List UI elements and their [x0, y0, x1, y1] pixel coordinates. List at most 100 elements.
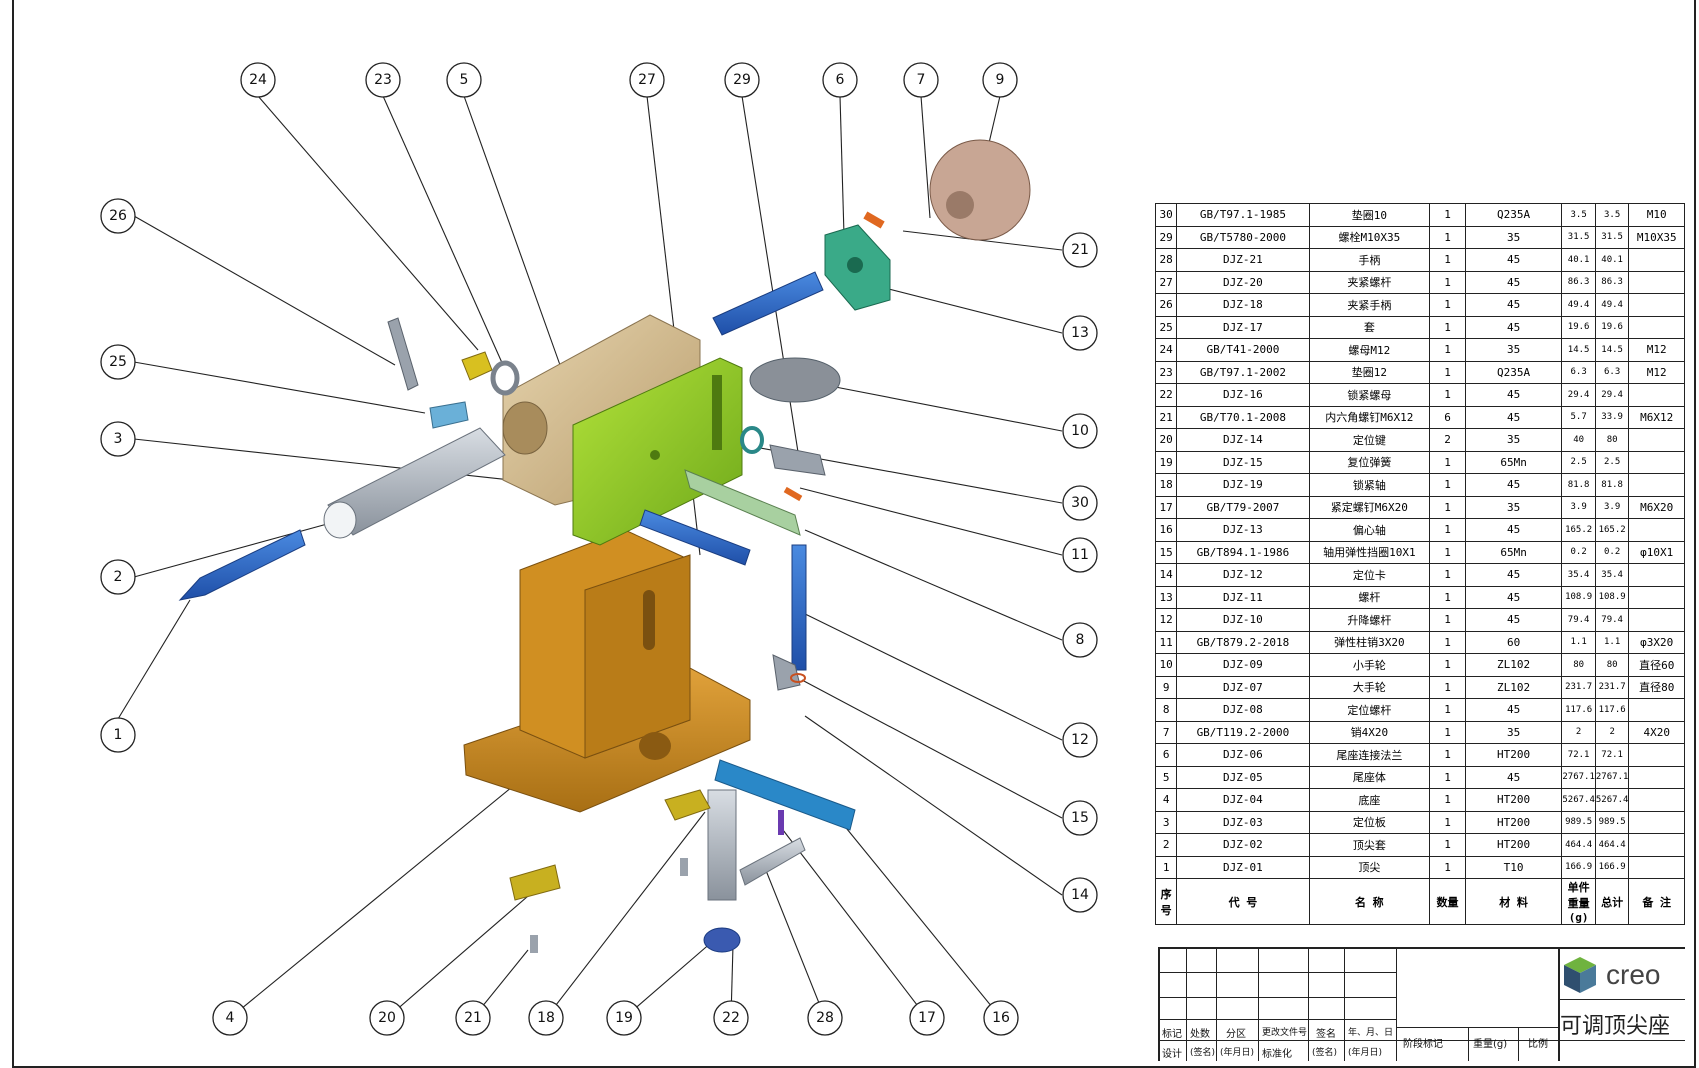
bom-cell: 65Mn: [1464, 450, 1563, 474]
bom-cell: 35: [1464, 720, 1563, 744]
bom-cell: 0.2: [1561, 540, 1596, 564]
bom-cell: 1: [1429, 630, 1466, 654]
bom-cell: 45: [1464, 563, 1563, 587]
bom-cell: HT200: [1464, 788, 1563, 812]
balloon-label: 25: [109, 354, 127, 370]
bom-cell: 顶尖: [1308, 855, 1431, 879]
bom-cell: 2: [1561, 720, 1596, 744]
bom-cell: [1628, 428, 1685, 452]
bom-cell: 4X20: [1628, 720, 1685, 744]
balloon-23: 23: [365, 62, 401, 98]
bom-cell: 1: [1429, 608, 1466, 632]
bom-cell: 79.4: [1561, 608, 1596, 632]
bom-cell: 40.1: [1594, 248, 1630, 272]
bom-cell: 19.6: [1594, 315, 1630, 339]
bom-cell: 31.5: [1594, 225, 1630, 249]
bom-cell: 166.9: [1561, 855, 1596, 879]
bom-cell: 231.7: [1594, 675, 1630, 699]
bom-cell: 1: [1429, 225, 1466, 249]
balloon-9: 9: [982, 62, 1018, 98]
balloon-label: 27: [638, 72, 656, 88]
balloon-label: 18: [537, 1010, 555, 1026]
bom-cell: 1: [1429, 450, 1466, 474]
balloon-label: 8: [1076, 632, 1085, 648]
bom-cell: [1628, 810, 1685, 834]
bom-cell: 12: [1154, 608, 1178, 632]
tb-label-std-date: (年月日): [1348, 1048, 1383, 1058]
bom-cell: 偏心轴: [1308, 518, 1431, 542]
bom-cell: 80: [1561, 653, 1596, 677]
bom-cell: 2767.1: [1561, 765, 1596, 789]
bom-header-cell: 材 料: [1464, 878, 1563, 925]
balloon-26: 26: [100, 198, 136, 234]
bom-cell: 螺杆: [1308, 585, 1431, 609]
bom-cell: HT200: [1464, 743, 1563, 767]
balloon-27: 27: [629, 62, 665, 98]
bom-cell: GB/T97.1-2002: [1176, 360, 1310, 384]
balloon-label: 5: [460, 72, 469, 88]
bom-cell: M10: [1628, 203, 1685, 227]
bom-cell: 80: [1594, 653, 1630, 677]
tb-label-std: 标准化: [1262, 1049, 1292, 1060]
bom-cell: 23: [1154, 360, 1178, 384]
bom-cell: 19.6: [1561, 315, 1596, 339]
bom-cell: DJZ-02: [1176, 833, 1310, 857]
bom-cell: 464.4: [1561, 833, 1596, 857]
bom-cell: 定位螺杆: [1308, 698, 1431, 722]
bom-cell: 29.4: [1561, 383, 1596, 407]
balloon-22: 22: [713, 1000, 749, 1036]
bom-cell: 5.7: [1561, 405, 1596, 429]
bom-cell: DJZ-05: [1176, 765, 1310, 789]
bom-cell: 大手轮: [1308, 675, 1431, 699]
bom-cell: 35.4: [1561, 563, 1596, 587]
bom-cell: 60: [1464, 630, 1563, 654]
bom-cell: 尾座体: [1308, 765, 1431, 789]
balloon-28: 28: [807, 1000, 843, 1036]
bom-cell: 45: [1464, 473, 1563, 497]
bom-cell: 1: [1429, 540, 1466, 564]
balloon-label: 21: [1071, 242, 1089, 258]
bom-cell: 108.9: [1561, 585, 1596, 609]
bom-cell: 2: [1429, 428, 1466, 452]
bom-cell: 1: [1429, 855, 1466, 879]
bom-cell: DJZ-19: [1176, 473, 1310, 497]
bom-cell: GB/T879.2-2018: [1176, 630, 1310, 654]
tb-label-mark: 标记: [1162, 1029, 1182, 1040]
bom-cell: 0.2: [1594, 540, 1630, 564]
bom-cell: 1: [1429, 293, 1466, 317]
balloon-label: 15: [1071, 810, 1089, 826]
tb-label-design: 设计: [1162, 1049, 1182, 1060]
bom-cell: 底座: [1308, 788, 1431, 812]
balloon-label: 2: [114, 569, 123, 585]
bom-cell: 1: [1429, 585, 1466, 609]
bom-cell: 35.4: [1594, 563, 1630, 587]
bom-cell: DJZ-15: [1176, 450, 1310, 474]
bom-cell: 1: [1154, 855, 1178, 879]
bom-cell: 165.2: [1594, 518, 1630, 542]
bom-cell: 21: [1154, 405, 1178, 429]
balloon-label: 14: [1071, 887, 1089, 903]
bom-cell: 7: [1154, 720, 1178, 744]
bom-cell: 锁紧螺母: [1308, 383, 1431, 407]
bom-cell: 45: [1464, 315, 1563, 339]
clamp-screw: [639, 509, 751, 566]
bom-cell: M6X20: [1628, 495, 1685, 519]
bom-cell: 3.5: [1561, 203, 1596, 227]
bom-header-cell: 名 称: [1308, 878, 1431, 925]
bom-cell: 45: [1464, 698, 1563, 722]
bom-cell: GB/T97.1-1985: [1176, 203, 1310, 227]
handwheel-large: [929, 139, 1031, 241]
leader-lines: [117, 95, 1063, 1019]
bom-cell: 40.1: [1561, 248, 1596, 272]
bom-cell: 1: [1429, 203, 1466, 227]
bom-cell: 81.8: [1561, 473, 1596, 497]
bom-cell: 1: [1429, 270, 1466, 294]
bom-cell: 35: [1464, 495, 1563, 519]
